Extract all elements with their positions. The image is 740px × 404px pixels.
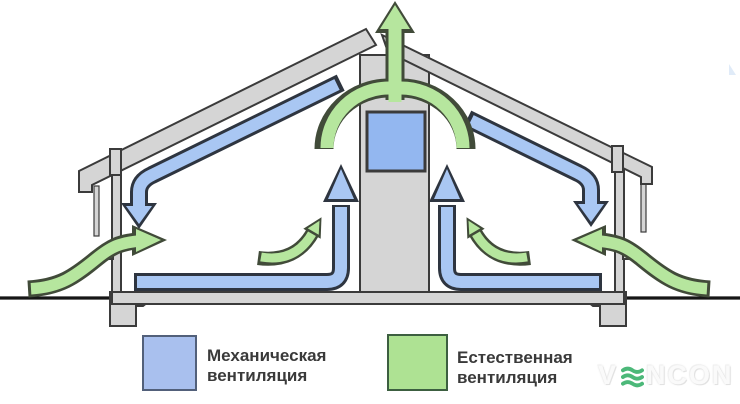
downpipe-right [640,181,647,233]
nat-intake-right-head [577,229,602,252]
legend-swatch-mechanical [142,335,197,391]
legend-label-natural: Естественная вентиляция [457,348,573,388]
wall-right [614,165,625,296]
downpipe-left [93,185,100,237]
natural-room-arrow-left [257,217,322,266]
watermark-e-waves-icon [621,366,645,387]
legend-mechanical-line1: Механическая [207,346,327,365]
mech-roof-duct-left-head [126,206,152,224]
nat-room-right-head [468,220,481,235]
legend-natural-line1: Естественная [457,348,573,367]
mech-floor-duct-right-head [434,169,460,199]
nat-room-left-head [307,220,320,235]
roof-support-right [611,145,624,173]
fan-unit [365,110,427,173]
mech-floor-duct-left-body [137,207,347,288]
nat-intake-left-body [30,235,140,295]
watermark-vencon: V NCON [598,360,734,391]
mech-roof-duct-right-body [468,115,597,205]
nat-exhaust-head [380,5,410,29]
nat-room-right-body [471,229,528,263]
mech-floor-duct-left-head [328,169,354,199]
legend-natural-line2: вентиляция [457,368,558,387]
natural-room-arrow-right [466,217,531,266]
legend-label-mechanical: Механическая вентиляция [207,346,326,386]
mechanical-duct-floor-right [429,164,602,291]
legend-swatch-natural [387,334,448,391]
nat-room-left-head-group [303,217,322,239]
mech-floor-duct-right-body [441,207,599,288]
natural-intake-left [27,225,167,298]
mechanical-duct-floor-left [134,164,359,291]
nat-intake-left-head [136,229,161,252]
nat-room-right-head-group [466,217,485,239]
image-artifact [729,64,736,75]
roof-slope-left [78,27,378,193]
mechanical-duct-roof-right [463,110,609,227]
wall-left [111,171,122,296]
natural-exhaust-center [314,1,476,150]
floor-slab [111,291,625,305]
mechanical-duct-roof-left [121,74,345,229]
roof-support-left [109,148,122,176]
nat-exhaust-branches [320,81,470,149]
mech-roof-duct-right-head [578,204,604,222]
mech-roof-duct-left-body [133,79,340,207]
natural-intake-right [571,225,711,298]
legend-mechanical-line2: вентиляция [207,366,308,385]
watermark-prefix: V [598,360,619,390]
nat-intake-right-body [598,235,708,295]
watermark-suffix: NCON [646,360,734,390]
nat-room-left-body [260,229,317,263]
